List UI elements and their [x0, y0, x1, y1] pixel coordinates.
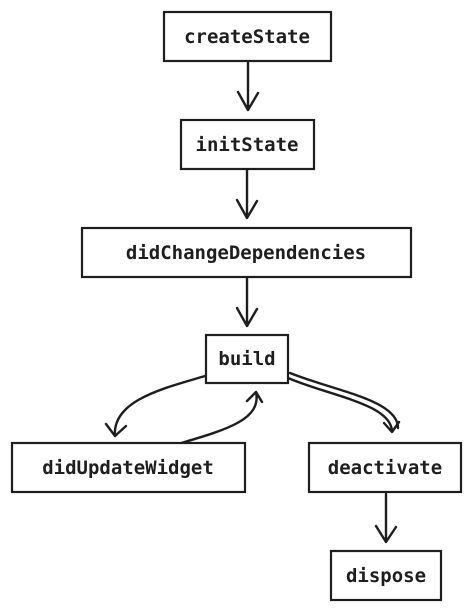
edge-didChangeDependencies-build: [235, 276, 259, 328]
edge-didUpdateWidget-build: [176, 390, 264, 446]
node-box: [162, 10, 333, 63]
node-box: [204, 333, 290, 385]
node-label: createState: [184, 26, 310, 48]
node-box: [307, 441, 463, 494]
node-createState: createState: [162, 10, 333, 63]
node-label: didUpdateWidget: [42, 457, 214, 479]
node-label: deactivate: [328, 457, 442, 479]
node-box: [10, 441, 247, 494]
node-build: build: [204, 333, 290, 385]
edge-build-deactivate-2: [288, 371, 400, 430]
edge-build-deactivate: [286, 376, 401, 434]
edge-initState-didChangeDependencies: [235, 168, 259, 220]
node-box: [80, 226, 413, 279]
node-deactivate: deactivate: [307, 441, 463, 494]
node-label: initState: [196, 134, 299, 156]
node-label: dispose: [346, 565, 426, 587]
node-didUpdateWidget: didUpdateWidget: [10, 441, 247, 494]
node-box: [179, 118, 316, 171]
node-box: [329, 549, 443, 602]
edges: [104, 60, 401, 544]
node-dispose: dispose: [329, 549, 443, 602]
edge-deactivate-dispose: [374, 492, 398, 544]
node-initState: initState: [179, 118, 316, 171]
node-didChangeDependencies: didChangeDependencies: [80, 226, 413, 279]
edge-createState-initState: [236, 60, 260, 112]
edge-build-didUpdateWidget: [104, 374, 207, 438]
node-label: didChangeDependencies: [126, 242, 366, 264]
node-label: build: [218, 348, 275, 370]
